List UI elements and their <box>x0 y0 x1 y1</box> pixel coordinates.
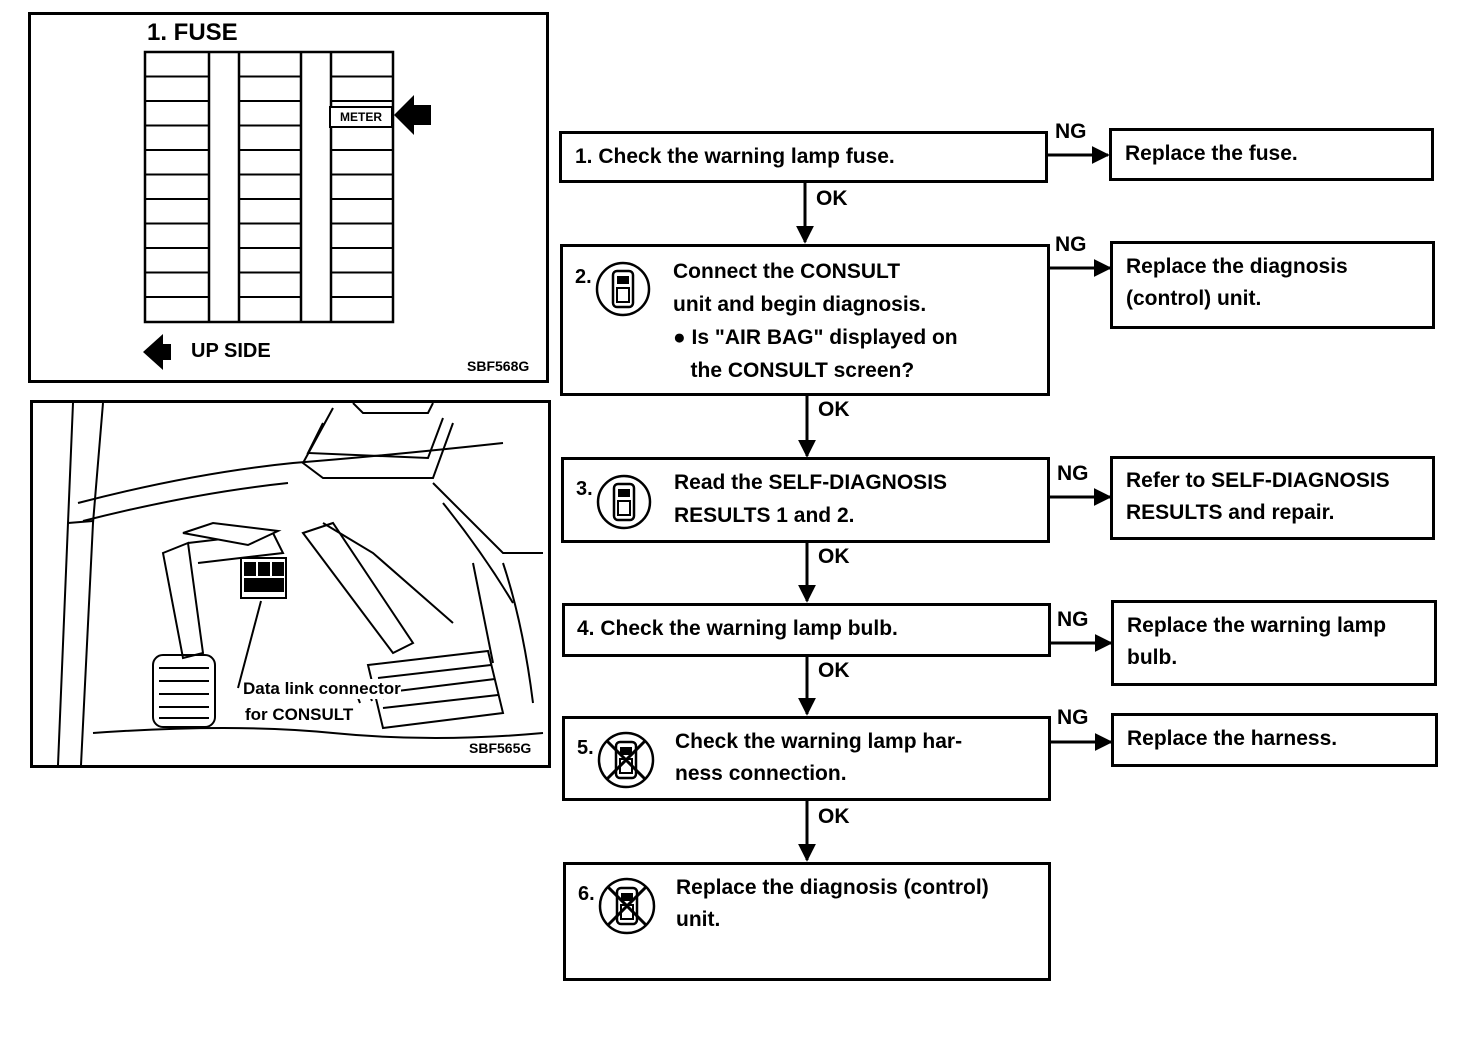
step-5-line-2: ness connection. <box>675 762 847 785</box>
up-side-label: UP SIDE <box>191 340 271 362</box>
result-2-line-2: (control) unit. <box>1126 287 1262 310</box>
result-1-text: Replace the fuse. <box>1125 142 1298 165</box>
result-2-line-1: Replace the diagnosis <box>1126 255 1348 278</box>
step-5-line-1: Check the warning lamp har- <box>675 730 963 753</box>
no-consult-icon <box>598 877 656 935</box>
step-3-line-2: RESULTS 1 and 2. <box>674 504 855 527</box>
result-5-box: Replace the harness. <box>1111 713 1438 767</box>
step-2-box: 2. Connect the CONSULT unit and begin di… <box>560 244 1050 396</box>
step-2-line-3: ● Is "AIR BAG" displayed on <box>673 326 958 349</box>
pedal-area-illustration <box>57 403 544 765</box>
ok-label-1: OK <box>816 187 848 210</box>
step-1-text: 1. Check the warning lamp fuse. <box>575 145 895 168</box>
ng-label-5: NG <box>1057 706 1089 729</box>
fuse-panel: 1. FUSE METER UP SIDE SBF568G <box>28 12 549 383</box>
consult-unit-icon <box>596 474 652 530</box>
step-2-line-1: Connect the CONSULT <box>673 260 901 283</box>
step-6-line-2: unit. <box>676 908 721 931</box>
step-3-box: 3. Read the SELF-DIAGNOSIS RESULTS 1 and… <box>561 457 1050 543</box>
step-3-line-1: Read the SELF-DIAGNOSIS <box>674 471 948 494</box>
step-2-line-2: unit and begin diagnosis. <box>673 293 927 316</box>
consult-unit-icon <box>595 261 651 317</box>
step-4-box: 4. Check the warning lamp bulb. <box>562 603 1051 657</box>
no-consult-icon <box>597 731 655 789</box>
pedal-figure-code: SBF565G <box>469 740 532 756</box>
step-6-number: 6. <box>578 883 595 905</box>
result-4-line-2: bulb. <box>1127 646 1178 669</box>
result-4-line-1: Replace the warning lamp <box>1127 614 1387 637</box>
result-5-text: Replace the harness. <box>1127 727 1338 750</box>
ok-label-2: OK <box>818 398 850 421</box>
result-4-box: Replace the warning lamp bulb. <box>1111 600 1437 686</box>
ok-label-5: OK <box>818 805 850 828</box>
ng-label-3: NG <box>1057 462 1089 485</box>
ng-label-1: NG <box>1055 120 1087 143</box>
fuse-panel-title: 1. FUSE <box>147 19 238 46</box>
result-2-box: Replace the diagnosis (control) unit. <box>1110 241 1435 329</box>
connector-label-line1: Data link connector <box>243 679 401 699</box>
ok-label-4: OK <box>818 659 850 682</box>
step-2-line-4: the CONSULT screen? <box>673 359 915 382</box>
fuse-figure-code: SBF568G <box>467 358 530 374</box>
ok-label-3: OK <box>818 545 850 568</box>
connector-label-line2: for CONSULT <box>245 705 354 725</box>
result-3-line-1: Refer to SELF-DIAGNOSIS <box>1126 469 1390 492</box>
fuse-block-diagram <box>143 50 431 370</box>
step-1-box: 1. Check the warning lamp fuse. <box>559 131 1048 183</box>
ng-label-2: NG <box>1055 233 1087 256</box>
pedal-panel: Data link connector for CONSULT SBF565G <box>30 400 551 768</box>
result-3-line-2: RESULTS and repair. <box>1126 501 1335 524</box>
ng-label-4: NG <box>1057 608 1089 631</box>
step-6-line-1: Replace the diagnosis (control) <box>676 876 989 899</box>
step-2-number: 2. <box>575 266 592 288</box>
meter-fuse-label: METER <box>329 106 393 128</box>
result-1-box: Replace the fuse. <box>1109 128 1434 181</box>
step-4-text: 4. Check the warning lamp bulb. <box>577 617 898 640</box>
step-5-box: 5. Check the warning lamp har- ness conn… <box>562 716 1051 801</box>
step-3-number: 3. <box>576 478 593 500</box>
step-6-box: 6. Replace the diagnosis (control) unit. <box>563 862 1051 981</box>
step-5-number: 5. <box>577 737 594 759</box>
result-3-box: Refer to SELF-DIAGNOSIS RESULTS and repa… <box>1110 456 1435 540</box>
